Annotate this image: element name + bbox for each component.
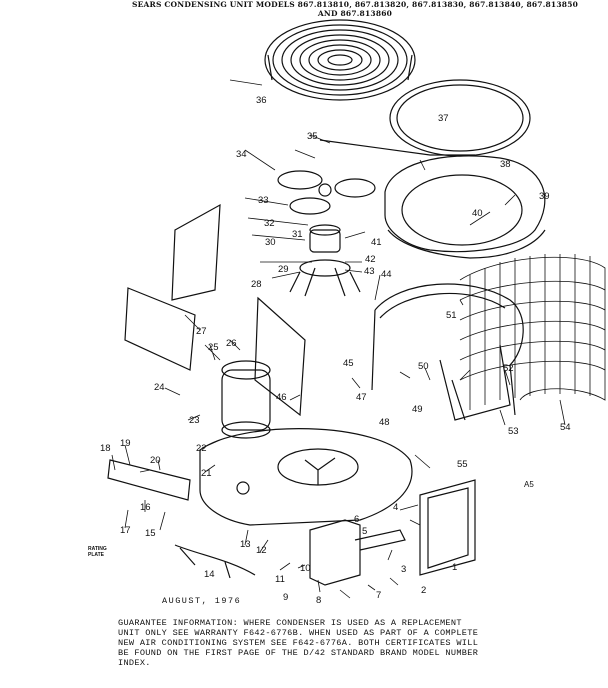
- part-label: 14: [204, 569, 215, 580]
- rating-plate-line-2: PLATE: [88, 552, 105, 558]
- part-label: 12: [256, 545, 267, 556]
- title-line-2: AND 867.813860: [317, 9, 393, 18]
- base-pan: [199, 428, 413, 526]
- part-label: 36: [256, 95, 267, 106]
- guarantee-line: NEW AIR CONDITIONING SYSTEM SEE F642-677…: [118, 638, 479, 648]
- part-label: 13: [240, 539, 251, 550]
- leader-lines: [111, 79, 566, 599]
- fan-grille: [264, 19, 416, 101]
- part-label: 30: [265, 237, 276, 248]
- part-label: 26: [226, 338, 237, 349]
- part-label: 6: [354, 514, 359, 525]
- coil-guard: [459, 254, 606, 410]
- wiring-harness: [174, 544, 256, 579]
- part-label: 9: [283, 592, 288, 603]
- part-label: 5: [362, 526, 367, 537]
- part-label: 50: [418, 361, 429, 372]
- rating-plate-label: RATING PLATE: [88, 546, 107, 558]
- part-label: 15: [145, 528, 156, 539]
- guarantee-line: INDEX.: [118, 658, 151, 668]
- part-label: 40: [472, 208, 483, 219]
- part-label: 35: [307, 131, 318, 142]
- fan-bracket: [319, 139, 475, 156]
- part-label: 20: [150, 455, 161, 466]
- part-label: 29: [278, 264, 289, 275]
- part-label: 22: [196, 443, 207, 454]
- part-label: 32: [264, 218, 275, 229]
- part-label: 44: [381, 269, 392, 280]
- part-label: 33: [258, 195, 269, 206]
- rating-plate-line-1: RATING: [88, 546, 107, 552]
- part-label: 23: [189, 415, 200, 426]
- part-label: 54: [560, 422, 571, 433]
- part-label: 25: [208, 342, 219, 353]
- part-label: 31: [292, 229, 303, 240]
- top-ring: [389, 79, 531, 157]
- diagram-title: SEARS CONDENSING UNIT MODELS 867.813810,…: [120, 0, 590, 18]
- part-label: 21: [201, 468, 212, 479]
- part-label: 38: [500, 159, 511, 170]
- part-label: 48: [379, 417, 390, 428]
- top-cover: [384, 155, 546, 259]
- part-label: 55: [457, 459, 468, 470]
- diagram-date: AUGUST, 1976: [162, 596, 242, 606]
- part-label: 42: [365, 254, 376, 265]
- corner-code: A5: [524, 480, 534, 489]
- part-label: 18: [100, 443, 111, 454]
- access-panel: [419, 479, 476, 576]
- part-label: 3: [401, 564, 406, 575]
- part-label: 34: [236, 149, 247, 160]
- part-label: 17: [120, 525, 131, 536]
- part-label: 8: [316, 595, 321, 606]
- guarantee-line: GUARANTEE INFORMATION: WHERE CONDENSER I…: [118, 618, 462, 628]
- part-label: 7: [376, 590, 381, 601]
- side-panel: [124, 203, 221, 371]
- part-label: 10: [300, 563, 311, 574]
- part-label: 46: [276, 392, 287, 403]
- part-label: 11: [275, 574, 285, 585]
- fan-motor: [289, 224, 361, 297]
- part-label: 2: [421, 585, 426, 596]
- center-panel: [254, 296, 306, 417]
- part-label: 51: [446, 310, 457, 321]
- bracket: [107, 459, 191, 501]
- part-label: 43: [364, 266, 375, 277]
- coil-assembly: [371, 283, 524, 421]
- part-label: 24: [154, 382, 165, 393]
- guarantee-information: GUARANTEE INFORMATION: WHERE CONDENSER I…: [118, 618, 598, 668]
- guarantee-line: BE FOUND ON THE FIRST PAGE OF THE D/42 S…: [118, 648, 479, 658]
- guarantee-line: UNIT ONLY SEE WARRANTY F642-6776B. WHEN …: [118, 628, 479, 638]
- part-labels: 1 2 3 4 5 6 7 8 9 10 11 12 13 14 15 16 1…: [100, 95, 571, 606]
- fan-blade: [277, 170, 376, 215]
- compressor: [221, 360, 271, 439]
- part-label: 16: [140, 502, 151, 513]
- part-label: 53: [508, 426, 519, 437]
- part-label: 39: [539, 191, 550, 202]
- part-label: 28: [251, 279, 262, 290]
- part-label: 19: [120, 438, 131, 449]
- part-label: 27: [196, 326, 207, 337]
- part-label: 41: [371, 237, 382, 248]
- part-label: 37: [438, 113, 449, 124]
- part-label: 52: [503, 363, 514, 374]
- part-label: 4: [393, 502, 398, 513]
- part-label: 45: [343, 358, 354, 369]
- part-label: 1: [452, 562, 457, 573]
- title-line-1: SEARS CONDENSING UNIT MODELS 867.813810,…: [131, 0, 579, 9]
- control-box: [309, 519, 406, 586]
- part-label: 49: [412, 404, 423, 415]
- part-label: 47: [356, 392, 367, 403]
